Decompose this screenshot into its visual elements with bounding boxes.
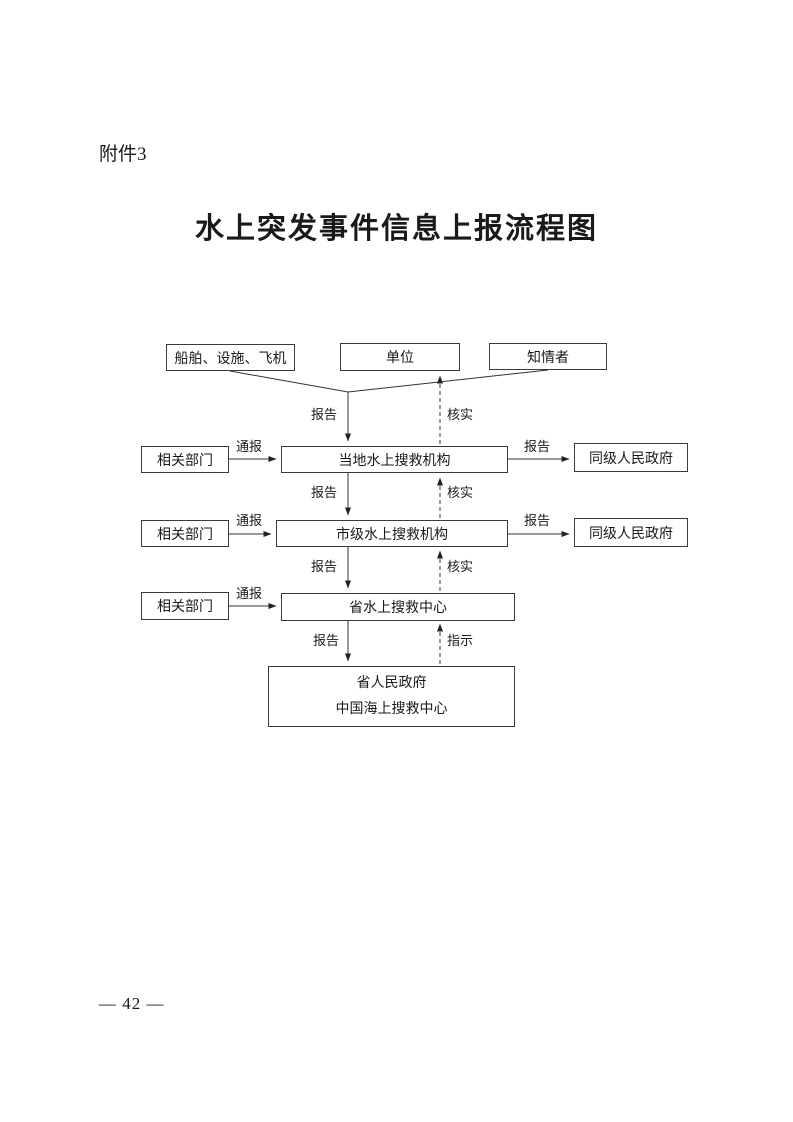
attachment-label: 附件3	[99, 144, 147, 165]
source-unit-box: 单位	[340, 343, 460, 371]
page-number: — 42 —	[99, 994, 165, 1013]
province-gov-box: 省人民政府 中国海上搜救中心	[268, 666, 515, 727]
source-witness-box: 知情者	[489, 343, 607, 370]
related-dept-box-1: 相关部门	[141, 446, 229, 473]
edge-label-report-2: 报告	[311, 485, 338, 500]
edge-label-report-1: 报告	[311, 407, 338, 422]
edge-label-report-4: 报告	[313, 633, 340, 648]
edge-label-report-right-2: 报告	[524, 513, 551, 528]
edge-label-verify-3: 核实	[447, 559, 474, 574]
edge-label-notify-2: 通报	[236, 513, 263, 528]
same-level-gov-box-2: 同级人民政府	[574, 518, 688, 547]
province-gov-line2: 中国海上搜救中心	[335, 701, 448, 717]
related-dept-box-3: 相关部门	[141, 592, 229, 620]
edge-label-notify-1: 通报	[236, 439, 263, 454]
edge-label-report-3: 报告	[311, 559, 338, 574]
page-title: 水上突发事件信息上报流程图	[194, 213, 598, 245]
local-agency-box: 当地水上搜救机构	[281, 446, 508, 473]
edge-label-instruct: 指示	[447, 633, 474, 648]
edge-label-report-right-1: 报告	[524, 439, 551, 454]
province-gov-line1: 省人民政府	[356, 675, 427, 691]
edge-label-verify-2: 核实	[447, 485, 474, 500]
edge-label-notify-3: 通报	[236, 586, 263, 601]
same-level-gov-box-1: 同级人民政府	[574, 443, 688, 472]
edge-sources-join	[229, 369, 549, 393]
related-dept-box-2: 相关部门	[141, 520, 229, 547]
province-center-box: 省水上搜救中心	[281, 593, 515, 621]
city-agency-box: 市级水上搜救机构	[276, 520, 508, 547]
source-ships-box: 船舶、设施、飞机	[166, 344, 295, 371]
edge-label-verify-1: 核实	[447, 407, 474, 422]
